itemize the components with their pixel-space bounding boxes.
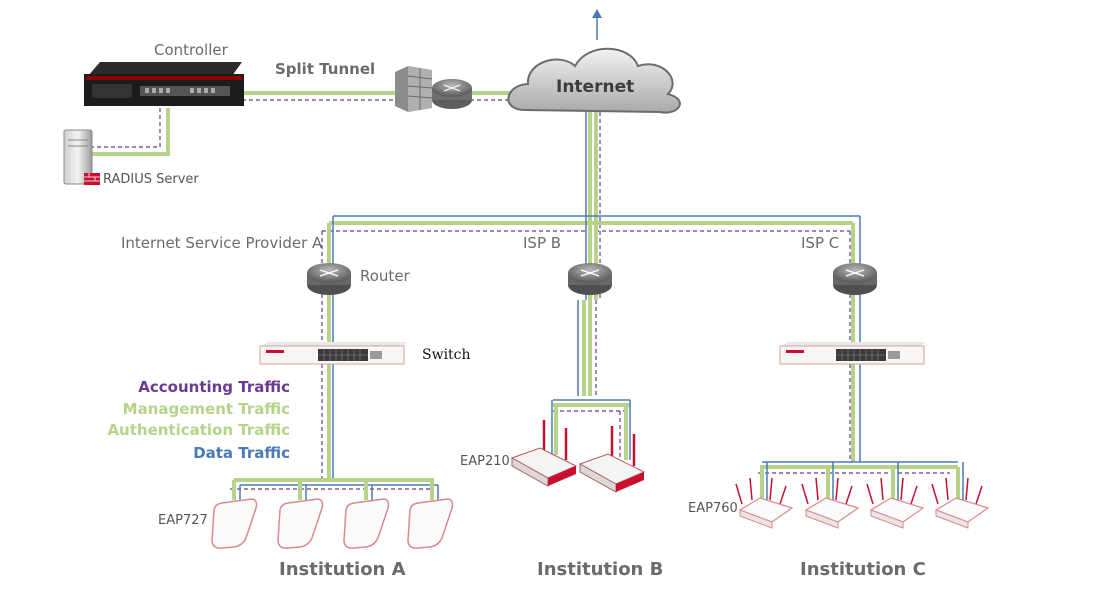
- internet-cloud-icon: [507, 47, 681, 114]
- eap727-access-point-4: [407, 498, 454, 549]
- legend-authentication: Authentication Traffic: [107, 421, 290, 439]
- legend-data: Data Traffic: [193, 444, 290, 462]
- switch-icon-c: [779, 342, 926, 365]
- institution-b-label: Institution B: [537, 559, 664, 580]
- eap210-access-point-2: [578, 426, 646, 493]
- eap210-label: EAP210: [460, 454, 510, 469]
- controller-label: Controller: [154, 41, 228, 59]
- eap727-access-point-1: [211, 498, 258, 549]
- firewall-icon: [395, 66, 433, 112]
- eap760-access-point-2: [801, 477, 860, 529]
- split-tunnel-label: Split Tunnel: [275, 60, 376, 78]
- radius-server-icon: [63, 129, 100, 185]
- institution-a-label: Institution A: [279, 559, 406, 580]
- internet-label: Internet: [556, 77, 635, 97]
- legend-management: Management Traffic: [122, 400, 290, 418]
- eap727-access-point-2: [277, 498, 324, 549]
- switch-label: Switch: [422, 347, 471, 363]
- eap210-access-point-1: [510, 420, 578, 487]
- router-icon-a: [307, 263, 351, 295]
- isp-c-label: ISP C: [801, 234, 840, 252]
- router-icon-c: [833, 263, 877, 295]
- legend-accounting: Accounting Traffic: [138, 378, 290, 396]
- radius-server-label: RADIUS Server: [103, 172, 199, 187]
- institution-c-label: Institution C: [800, 559, 926, 580]
- isp-b-label: ISP B: [523, 234, 562, 252]
- edge-router-icon: [432, 79, 472, 109]
- controller-icon: [84, 62, 244, 106]
- eap727-access-point-3: [343, 498, 390, 549]
- eap760-label: EAP760: [688, 501, 738, 516]
- eap760-access-point-3: [866, 477, 925, 529]
- eap760-access-point-4: [931, 477, 990, 529]
- eap727-label: EAP727: [158, 513, 208, 528]
- router-icon-b: [568, 263, 612, 295]
- isp-a-label: Internet Service Provider A: [121, 234, 323, 252]
- eap760-access-point-1: [735, 477, 794, 529]
- switch-icon-a: [259, 342, 408, 365]
- router-label: Router: [360, 267, 410, 285]
